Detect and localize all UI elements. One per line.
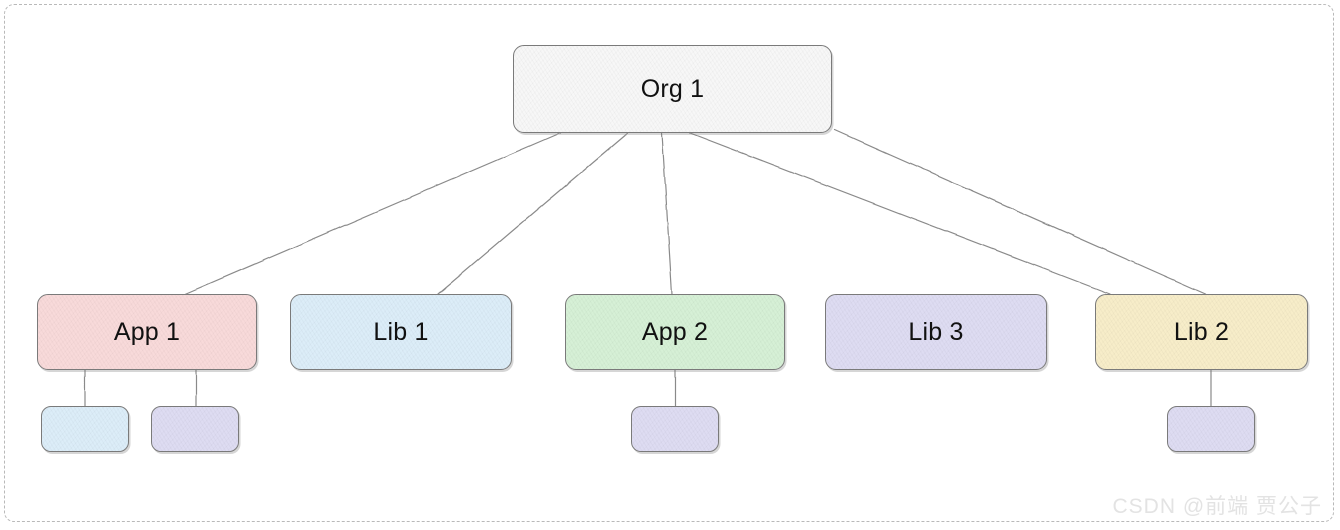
node-leaf-app-1-b[interactable]	[151, 406, 239, 452]
node-org-1-label: Org 1	[640, 74, 705, 103]
node-lib-3[interactable]: Lib 3	[825, 294, 1047, 370]
edge-org-1-to-app-1	[184, 132, 561, 295]
node-leaf-app-1-a[interactable]	[41, 406, 129, 452]
node-lib-3-label: Lib 3	[908, 317, 964, 346]
node-lib-2-label: Lib 2	[1173, 317, 1230, 346]
edge-org-1-to-app-2	[661, 132, 673, 295]
node-app-2[interactable]: App 2	[565, 294, 785, 370]
node-lib-1[interactable]: Lib 1	[290, 294, 512, 370]
node-leaf-app-2-a[interactable]	[631, 406, 719, 452]
edge-org-1-to-lib-2	[834, 129, 1206, 295]
node-app-2-label: App 2	[641, 317, 709, 346]
node-lib-1-label: Lib 1	[373, 317, 429, 346]
node-leaf-lib-2-a[interactable]	[1167, 406, 1255, 452]
node-lib-2[interactable]: Lib 2	[1095, 294, 1308, 370]
node-app-1[interactable]: App 1	[37, 294, 257, 370]
node-org-1[interactable]: Org 1	[513, 45, 832, 133]
edge-org-1-to-lib-3	[689, 132, 1111, 295]
csdn-watermark: CSDN @前端 贾公子	[1112, 495, 1322, 518]
edge-org-1-to-lib-1	[437, 132, 629, 295]
node-app-1-label: App 1	[113, 317, 181, 346]
